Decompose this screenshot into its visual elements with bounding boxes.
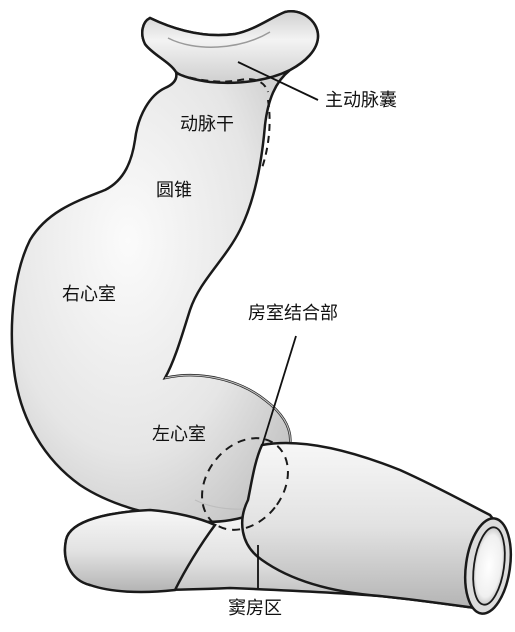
label-truncus-arteriosus: 动脉干 bbox=[180, 116, 234, 134]
label-aortic-sac: 主动脉囊 bbox=[325, 92, 397, 110]
label-conus: 圆锥 bbox=[156, 182, 192, 200]
label-av-junction: 房室结合部 bbox=[248, 305, 338, 323]
aortic-sac bbox=[142, 11, 318, 83]
label-sinus-venosus: 窦房区 bbox=[228, 600, 282, 618]
label-left-ventricle: 左心室 bbox=[152, 426, 206, 444]
label-right-ventricle: 右心室 bbox=[62, 286, 116, 304]
